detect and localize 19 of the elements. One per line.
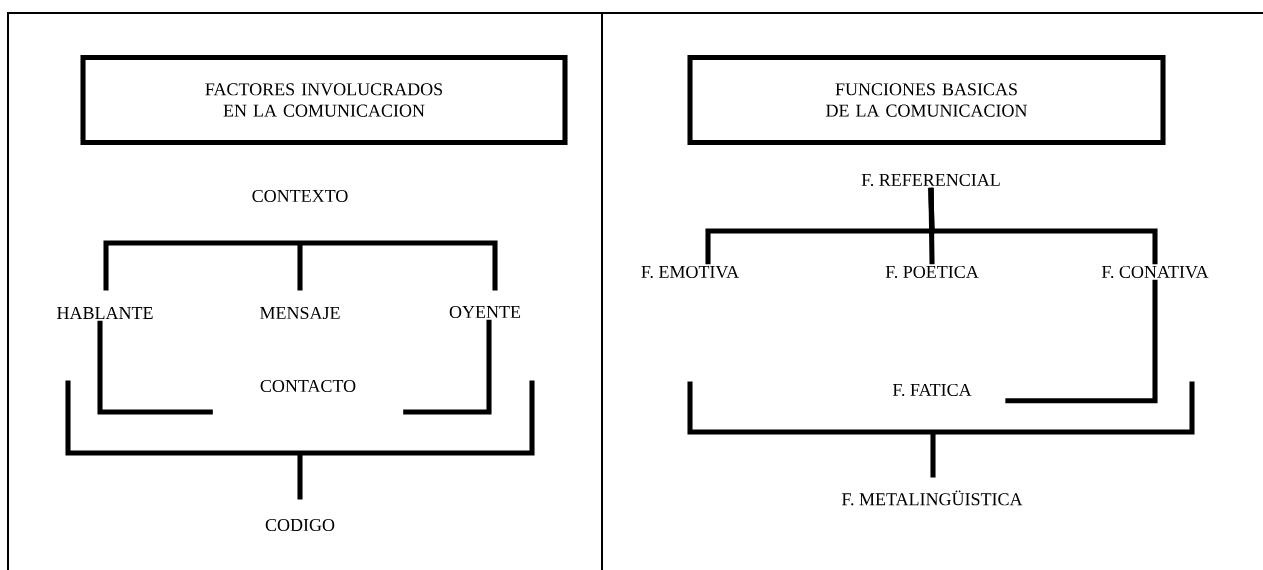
node-label: F. FATICA — [892, 383, 972, 397]
node-label: CONTEXTO — [252, 189, 348, 203]
node-label: OYENTE — [449, 305, 521, 319]
node-label: CONTACTO — [260, 379, 356, 393]
connector-line — [928, 187, 1158, 265]
node-label: CODIGO — [265, 518, 335, 532]
connector-line — [403, 319, 492, 415]
node-label: F. CONATIVA — [1101, 265, 1209, 279]
node-label: MENSAJE — [260, 306, 340, 320]
node-label: F. REFERENCIAL — [861, 173, 1000, 187]
title-box: FUNCIONES BASICAS DE LA COMUNICACION — [687, 54, 1166, 146]
node-label: F. POETICA — [885, 265, 979, 279]
connector-line — [97, 320, 213, 415]
connector-line — [1005, 279, 1158, 404]
title-box: FACTORES INVOLUCRADOS EN LA COMUNICACION — [80, 54, 568, 146]
node-label: F. EMOTIVA — [641, 265, 739, 279]
connector-line — [928, 187, 935, 265]
node-label: F. METALINGÜISTICA — [842, 490, 1023, 506]
node-label: HABLANTE — [57, 307, 153, 319]
